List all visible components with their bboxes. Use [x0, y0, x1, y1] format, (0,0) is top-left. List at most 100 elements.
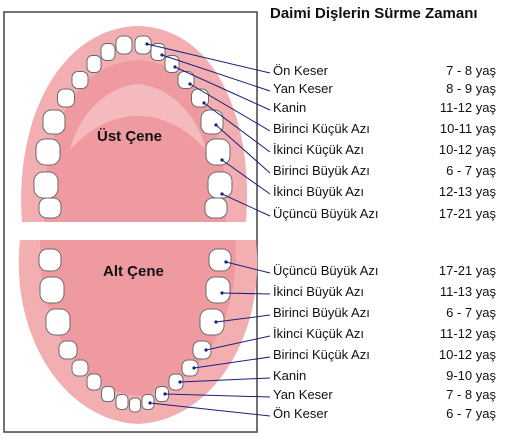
legend-row: Üçüncü Büyük Azı 17-21 yaş	[0, 206, 510, 226]
tooth	[208, 248, 232, 272]
eruption-age: 9-10 yaş	[446, 368, 496, 383]
eruption-age: 11-12 yaş	[439, 326, 496, 341]
leader-dot	[173, 65, 177, 69]
tooth	[192, 340, 212, 360]
lower-jaw-label: Alt Çene	[103, 263, 164, 280]
tooth	[205, 276, 231, 304]
tooth	[199, 308, 225, 336]
leader-dot	[220, 291, 224, 295]
tooth	[45, 308, 71, 336]
leader-dot	[220, 158, 224, 162]
tooth	[150, 43, 166, 61]
leader-lines	[145, 42, 271, 417]
eruption-age: 11-13 yaş	[439, 284, 496, 299]
tooth-name: Yan Keser	[273, 387, 333, 402]
tooth	[86, 373, 102, 391]
tooth-name: İkinci Küçük Azı	[273, 326, 365, 341]
legend-row: Birinci Küçük Azı 10-11 yaş	[0, 121, 510, 141]
tooth	[200, 109, 224, 135]
legend-row: Üçüncü Büyük Azı 17-21 yaş	[0, 263, 510, 283]
eruption-age: 7 - 8 yaş	[446, 63, 496, 78]
tooth	[204, 197, 228, 219]
tooth-name: Ön Keser	[273, 63, 328, 78]
tooth	[71, 71, 89, 89]
tooth-name: Üçüncü Büyük Azı	[273, 206, 379, 221]
legend-row: Ön Keser 6 - 7 yaş	[0, 406, 510, 426]
legend-row: İkinci Büyük Azı 11-13 yaş	[0, 284, 510, 304]
tooth	[71, 359, 89, 377]
tooth-name: Kanin	[273, 100, 307, 115]
tooth-name: İkinci Büyük Azı	[273, 184, 365, 199]
leader-line	[215, 314, 271, 323]
legend-row: İkinci Büyük Azı 12-13 yaş	[0, 184, 510, 204]
eruption-age: 10-11 yaş	[439, 121, 496, 136]
legend-row: Birinci Büyük Azı 6 - 7 yaş	[0, 163, 510, 183]
tooth	[57, 88, 75, 108]
tooth-name: Birinci Büyük Azı	[273, 305, 370, 320]
eruption-age: 7 - 8 yaş	[446, 387, 496, 402]
eruption-age: 6 - 7 yaş	[446, 406, 496, 421]
lower-gum	[18, 240, 258, 424]
tooth-name: Üçüncü Büyük Azı	[273, 263, 379, 278]
eruption-age: 8 - 9 yaş	[446, 81, 496, 96]
leader-line	[221, 159, 271, 195]
leader-line	[146, 43, 271, 74]
leader-line	[221, 193, 271, 217]
legend-row: İkinci Küçük Azı 11-12 yaş	[0, 326, 510, 346]
tooth	[58, 340, 78, 360]
tooth-name: Ön Keser	[273, 406, 328, 421]
tooth	[141, 394, 155, 410]
leader-dot	[214, 320, 218, 324]
eruption-age: 6 - 7 yaş	[446, 305, 496, 320]
leader-line	[215, 124, 271, 174]
tooth	[39, 276, 65, 304]
legend-row: Birinci Küçük Azı 10-12 yaş	[0, 347, 510, 367]
tooth	[100, 43, 116, 61]
legend-row: Kanin 9-10 yaş	[0, 368, 510, 388]
leader-dot	[160, 53, 164, 57]
leader-line	[221, 292, 271, 295]
leader-dot	[163, 392, 167, 396]
leader-line	[164, 393, 271, 398]
leader-dot	[145, 42, 149, 46]
tooth	[205, 138, 231, 166]
tooth-name: Birinci Küçük Azı	[273, 121, 370, 136]
tooth	[115, 35, 133, 55]
tooth-name: İkinci Küçük Azı	[273, 142, 365, 157]
tooth	[181, 359, 199, 377]
leader-line	[179, 377, 271, 383]
diagram-title: Daimi Dişlerin Sürme Zamanı	[270, 5, 478, 22]
leader-line	[193, 356, 271, 369]
eruption-age: 6 - 7 yaş	[446, 163, 496, 178]
tooth	[129, 397, 141, 413]
tooth	[115, 394, 129, 410]
tooth	[86, 55, 102, 73]
legend-row: İkinci Küçük Azı 10-12 yaş	[0, 142, 510, 162]
leader-line	[161, 54, 271, 92]
leader-line	[203, 102, 271, 153]
upper-palate	[43, 60, 227, 222]
eruption-age: 10-12 yaş	[438, 347, 496, 362]
eruption-age: 17-21 yaş	[438, 263, 496, 278]
leader-dot	[148, 401, 152, 405]
leader-dot	[192, 366, 196, 370]
tooth	[42, 109, 66, 135]
leader-dot	[178, 380, 182, 384]
tooth-name: Birinci Küçük Azı	[273, 347, 370, 362]
leader-line	[149, 402, 271, 417]
legend-row: Yan Keser 8 - 9 yaş	[0, 81, 510, 101]
leader-dot	[188, 82, 192, 86]
tooth	[35, 138, 61, 166]
legend-row: Kanin 11-12 yaş	[0, 100, 510, 120]
tooth	[38, 197, 62, 219]
legend-row: Ön Keser 7 - 8 yaş	[0, 63, 510, 83]
upper-jaw-label: Üst Çene	[97, 128, 163, 145]
eruption-age: 17-21 yaş	[438, 206, 496, 221]
illustration-frame	[3, 11, 258, 433]
tooth-name: Yan Keser	[273, 81, 333, 96]
eruption-age: 11-12 yaş	[439, 100, 496, 115]
leader-dot	[224, 260, 228, 264]
leader-dot	[220, 192, 224, 196]
tooth-name: Birinci Büyük Azı	[273, 163, 370, 178]
